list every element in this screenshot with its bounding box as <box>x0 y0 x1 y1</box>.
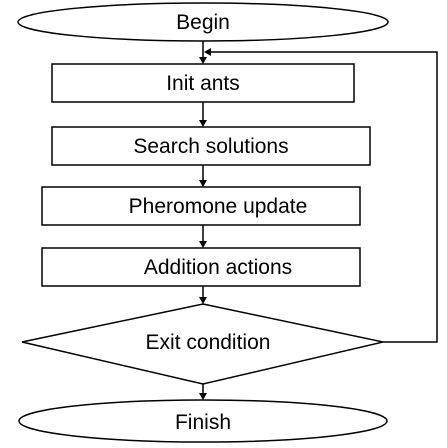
node-begin: Begin <box>17 2 389 42</box>
node-init-ants: Init ants <box>51 63 355 103</box>
exit-condition-label: Exit condition <box>146 331 271 354</box>
node-finish: Finish <box>18 399 388 443</box>
arrowhead <box>204 48 211 56</box>
node-pheromone-update: Pheromone update <box>41 186 361 226</box>
begin-label: Begin <box>176 11 230 34</box>
connector-begin-to-init-ants <box>199 41 207 64</box>
connector-addition-actions-to-exit-condition <box>199 286 207 304</box>
init-ants-box <box>51 63 355 103</box>
arrowhead <box>199 57 207 64</box>
arrowhead <box>199 297 207 304</box>
arrowhead <box>199 241 207 248</box>
arrowhead <box>199 393 207 400</box>
node-search-solutions: Search solutions <box>51 126 371 166</box>
search-solutions-label: Search solutions <box>133 135 288 158</box>
connector-pheromone-update-to-addition-actions <box>199 225 207 248</box>
connector-init-ants-to-search-solutions <box>199 102 207 127</box>
search-solutions-box <box>51 126 371 166</box>
node-exit-condition: Exit condition <box>21 303 384 385</box>
pheromone-update-box <box>41 186 361 226</box>
finish-label: Finish <box>175 411 231 434</box>
pheromone-update-label: Pheromone update <box>129 195 308 218</box>
init-ants-label: Init ants <box>166 72 240 95</box>
connector-loop-back-to-init-ants <box>204 48 438 343</box>
connector-exit-condition-to-finish <box>199 384 207 400</box>
arrowhead <box>199 180 207 187</box>
addition-actions-label: Addition actions <box>144 256 292 279</box>
node-addition-actions: Addition actions <box>41 247 361 287</box>
addition-actions-box <box>41 247 361 287</box>
connector-search-solutions-to-pheromone-update <box>199 165 207 187</box>
arrowhead <box>199 120 207 127</box>
